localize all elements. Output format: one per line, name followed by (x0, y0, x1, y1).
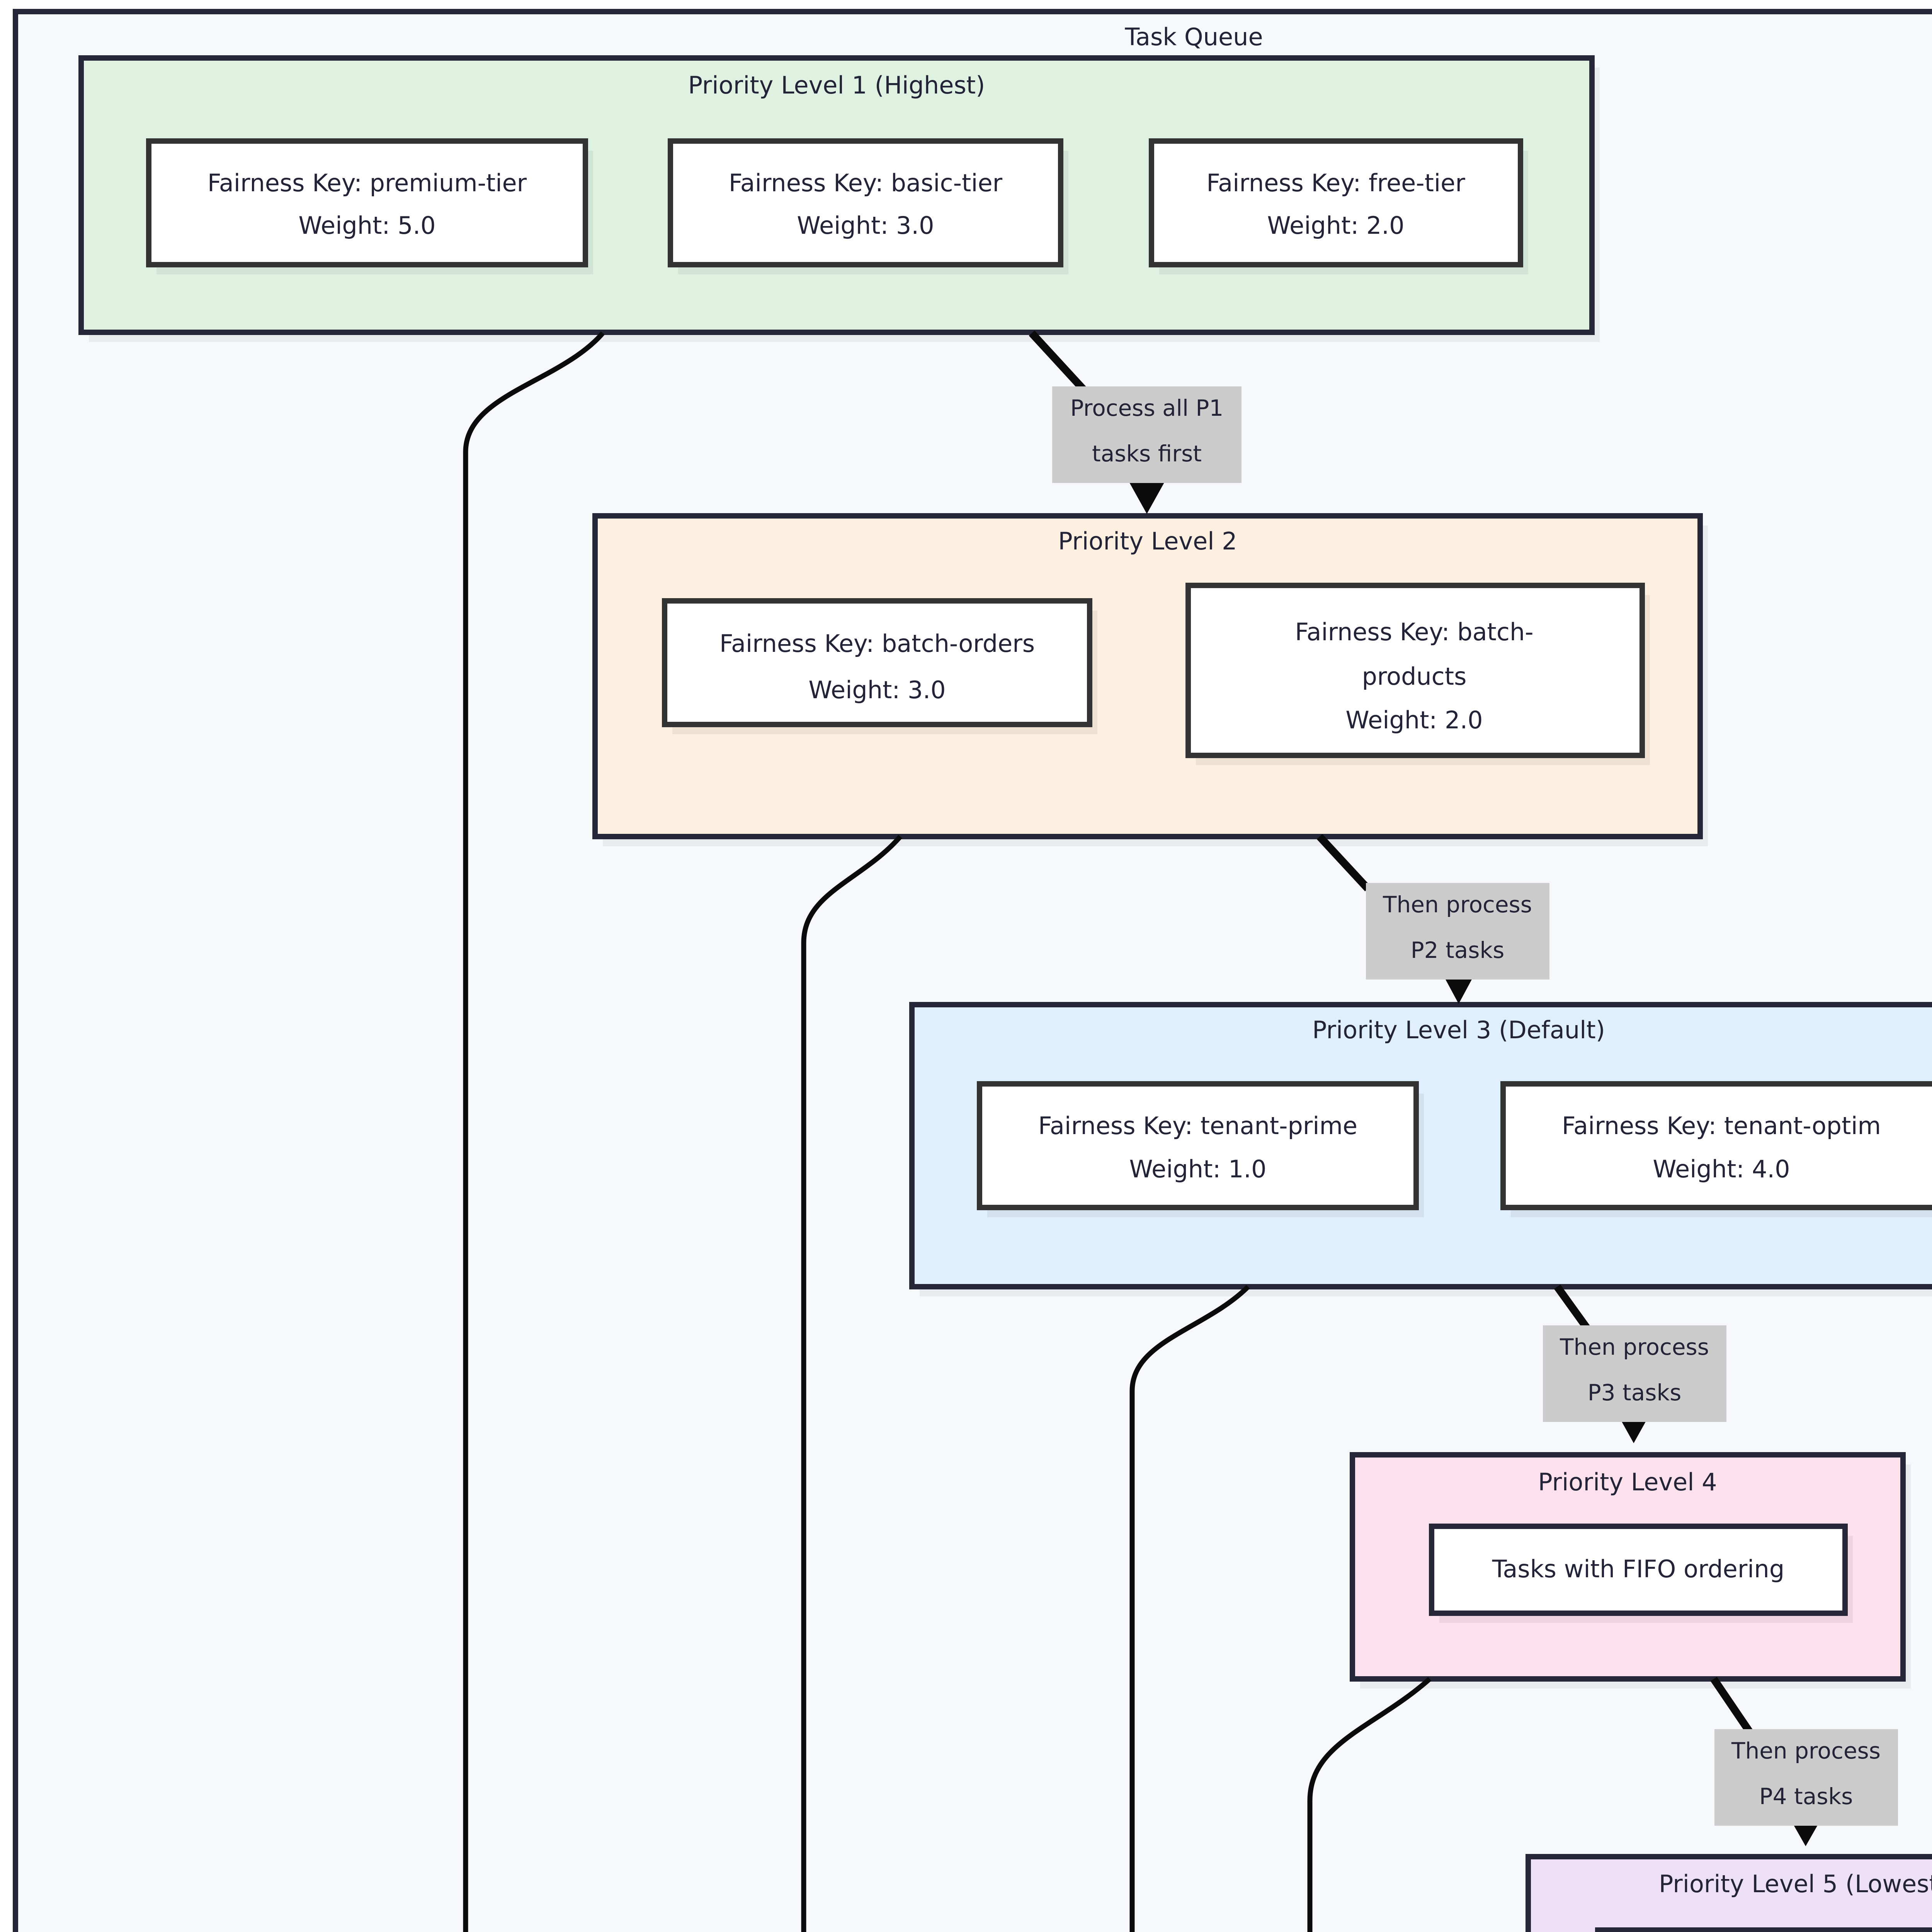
node-p1-premium-line2: Weight: 5.0 (298, 211, 435, 240)
node-p1-basic-tier: Fairness Key: basic-tier Weight: 3.0 (668, 138, 1068, 274)
cluster-p4-title: Priority Level 4 (1538, 1468, 1717, 1496)
node-p2-products-line1: Fairness Key: batch- (1295, 618, 1533, 646)
node-p3-optim-line1: Fairness Key: tenant-optim (1562, 1112, 1881, 1140)
node-p3-prime-rect (977, 1081, 1419, 1210)
node-p3-optim-rect (1500, 1081, 1932, 1210)
node-p3-prime-line1: Fairness Key: tenant-prime (1038, 1112, 1357, 1140)
node-p1-free-rect (1149, 138, 1523, 267)
cluster-p1-title: Priority Level 1 (Highest) (688, 71, 985, 99)
edge-label-1-line2: tasks first (1092, 440, 1202, 467)
cluster-p3-title: Priority Level 3 (Default) (1312, 1016, 1605, 1044)
outer-container-title: Task Queue (1124, 23, 1263, 51)
node-p4-fifo-line1: Tasks with FIFO ordering (1492, 1555, 1784, 1583)
cluster-priority-level-2: Priority Level 2 (592, 513, 1708, 846)
edge-p1-to-workers (463, 331, 605, 1932)
node-p1-free-tier: Fairness Key: free-tier Weight: 2.0 (1149, 138, 1528, 274)
node-p2-products-line2: products (1362, 662, 1467, 690)
node-p1-basic-line2: Weight: 3.0 (797, 211, 934, 240)
node-p1-free-line2: Weight: 2.0 (1267, 211, 1404, 240)
node-p3-prime-line2: Weight: 1.0 (1129, 1155, 1266, 1183)
cluster-p2-title: Priority Level 2 (1058, 527, 1237, 555)
edge-label-3-bg (1543, 1325, 1726, 1422)
node-p1-premium-rect (146, 138, 588, 267)
node-p4-fifo: Tasks with FIFO ordering (1429, 1524, 1853, 1623)
edge-label-then-process-p4: Then process P4 tasks (1714, 1729, 1898, 1826)
node-p1-premium-tier: Fairness Key: premium-tier Weight: 5.0 (146, 138, 593, 274)
edge-label-1-line1: Process all P1 (1070, 395, 1224, 421)
node-p1-basic-line1: Fairness Key: basic-tier (729, 169, 1003, 197)
cluster-priority-level-5: Priority Level 5 (Lowest) (1526, 1854, 1932, 1932)
edge-label-4-bg (1714, 1729, 1898, 1826)
cluster-p5-rect (1526, 1854, 1932, 1932)
node-p2-products-line3: Weight: 2.0 (1345, 706, 1483, 734)
node-p2-batch-products: Fairness Key: batch- products Weight: 2.… (1185, 583, 1650, 765)
edge-label-2-bg (1366, 883, 1549, 980)
node-p1-free-line1: Fairness Key: free-tier (1206, 169, 1465, 197)
node-p1-premium-line1: Fairness Key: premium-tier (207, 169, 527, 197)
node-p1-basic-rect (668, 138, 1063, 267)
edge-p4-to-workers (1307, 1677, 1432, 1932)
node-p3-tenant-prime: Fairness Key: tenant-prime Weight: 1.0 (977, 1081, 1424, 1217)
node-p2-batch-orders: Fairness Key: batch-orders Weight: 3.0 (662, 598, 1097, 734)
edges-layer (463, 330, 1825, 1932)
edge-label-then-process-p3: Then process P3 tasks (1543, 1325, 1726, 1422)
node-p2-orders-rect (662, 598, 1092, 727)
edge-label-4-line2: P4 tasks (1759, 1783, 1853, 1810)
edge-label-process-all-p1: Process all P1 tasks first (1052, 386, 1242, 483)
node-p2-orders-line1: Fairness Key: batch-orders (719, 629, 1035, 658)
edge-label-2-line2: P2 tasks (1411, 937, 1505, 963)
edge-label-3-line2: P3 tasks (1588, 1379, 1682, 1406)
node-p5-fifo: Tasks with FIFO ordering (1595, 1927, 1932, 1932)
edge-label-4-line1: Then process (1731, 1738, 1881, 1764)
edge-p3-to-workers (1129, 1285, 1250, 1932)
cluster-p5-title: Priority Level 5 (Lowest) (1659, 1870, 1932, 1898)
edge-label-1-bg (1052, 386, 1242, 483)
edge-p1-to-p2-arrowhead (1128, 479, 1166, 514)
edge-p2-to-p3 (1316, 834, 1371, 891)
node-p5-fifo-rect (1595, 1927, 1932, 1932)
node-p2-products-rect (1185, 583, 1645, 758)
node-p2-orders-line2: Weight: 3.0 (808, 676, 946, 704)
edge-p1-to-p2 (1029, 330, 1087, 393)
edge-p4-to-p5 (1710, 1677, 1754, 1735)
edge-p2-to-workers (801, 835, 902, 1932)
edge-label-3-line1: Then process (1560, 1334, 1709, 1360)
node-p4-fifo-rect (1429, 1524, 1848, 1616)
node-p3-optim-line2: Weight: 4.0 (1653, 1155, 1790, 1183)
edge-label-then-process-p2: Then process P2 tasks (1366, 883, 1549, 980)
edge-label-2-line1: Then process (1383, 891, 1532, 918)
node-p3-tenant-optim: Fairness Key: tenant-optim Weight: 4.0 (1500, 1081, 1932, 1217)
